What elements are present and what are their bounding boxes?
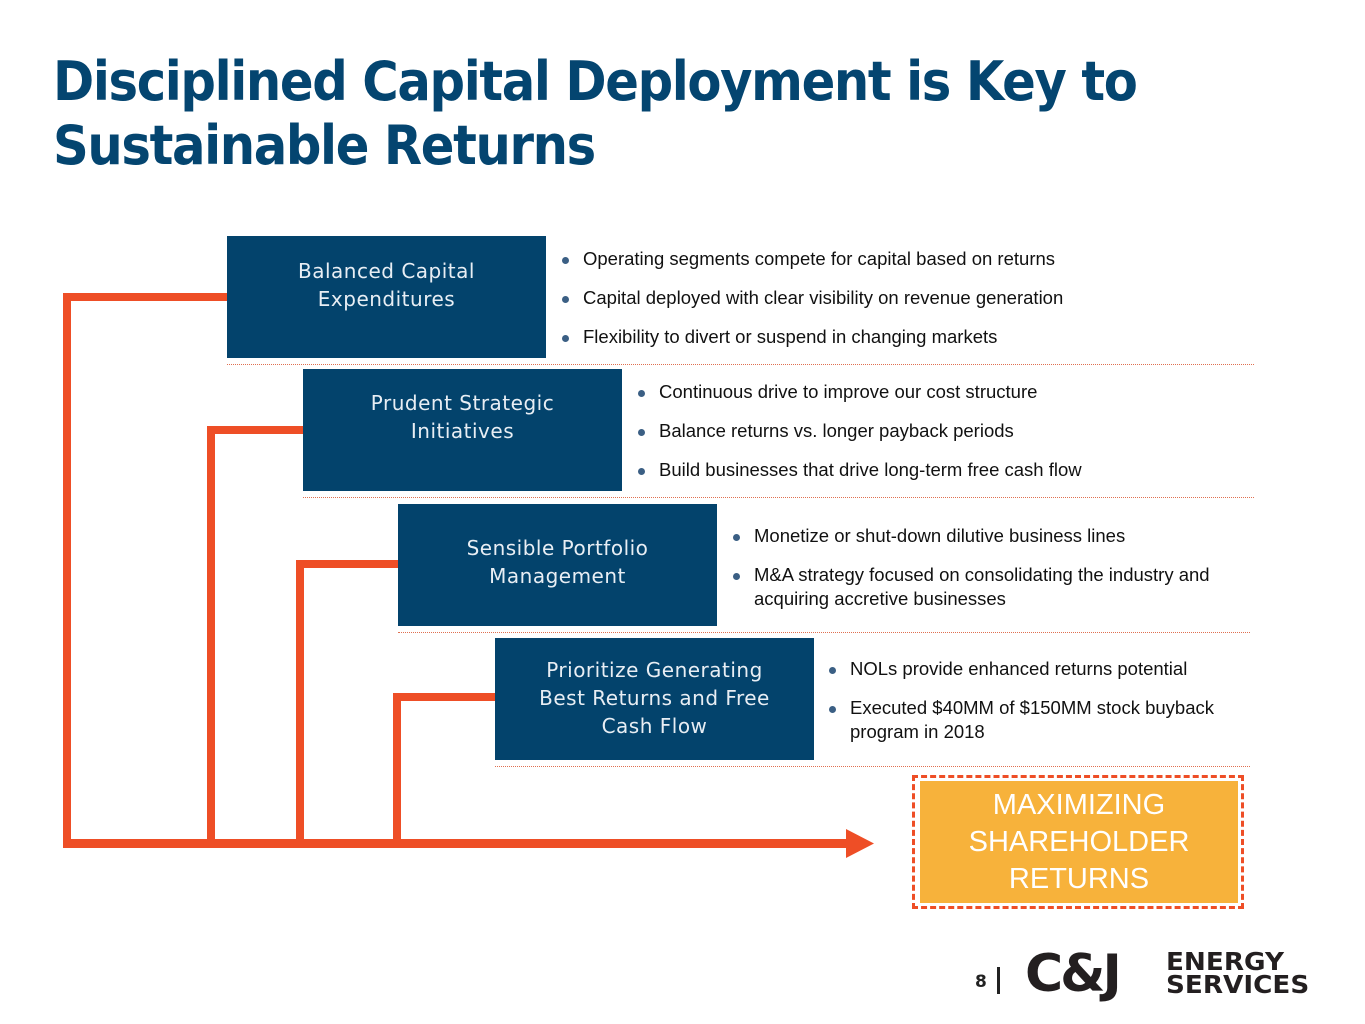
bullet-item: Monetize or shut-down dilutive business … (729, 524, 1249, 548)
step-box-prudent-strategic-initiatives: Prudent Strategic Initiatives (303, 369, 622, 491)
goal-label: MAXIMIZING SHAREHOLDER RETURNS (968, 788, 1190, 895)
page-number-separator (997, 967, 1000, 994)
step-3-bullets: Monetize or shut-down dilutive business … (729, 524, 1249, 626)
logo-mark: C&J (1025, 944, 1122, 1004)
step-label: Sensible Portfolio Management (466, 536, 649, 588)
step-1-bullets: Operating segments compete for capital b… (558, 247, 1258, 364)
logo-wordmark: ENERGY SERVICES (1166, 947, 1310, 999)
divider (398, 632, 1250, 633)
divider (227, 364, 1254, 365)
step-2-bullets: Continuous drive to improve our cost str… (634, 380, 1254, 497)
step-label: Prudent Strategic Initiatives (370, 391, 555, 443)
step-label: Balanced Capital Expenditures (298, 259, 475, 311)
bullet-item: Build businesses that drive long-term fr… (634, 458, 1254, 482)
slide-title-line-1: Disciplined Capital Deployment is Key to (53, 50, 1138, 113)
logo-line-1: ENERGY (1166, 947, 1285, 976)
connector-1-horizontal (63, 293, 229, 301)
step-box-balanced-capital-expenditures: Balanced Capital Expenditures (227, 236, 546, 358)
bullet-item: Capital deployed with clear visibility o… (558, 286, 1258, 310)
logo-line-2: SERVICES (1166, 970, 1310, 999)
divider (303, 497, 1254, 498)
connector-4-horizontal (393, 693, 496, 701)
bullet-item: M&A strategy focused on consolidating th… (729, 563, 1249, 611)
connector-3-horizontal (296, 560, 400, 568)
goal-box-maximizing-shareholder-returns: MAXIMIZING SHAREHOLDER RETURNS (920, 781, 1238, 903)
slide-title-line-2: Sustainable Returns (53, 114, 596, 177)
flow-arrow-shaft (63, 839, 853, 848)
step-4-bullets: NOLs provide enhanced returns potential … (825, 657, 1255, 759)
bullet-item: Operating segments compete for capital b… (558, 247, 1258, 271)
bullet-item: Balance returns vs. longer payback perio… (634, 419, 1254, 443)
slide-title: Disciplined Capital Deployment is Key to… (53, 50, 1138, 178)
connector-1-vertical (63, 293, 71, 848)
step-box-prioritize-best-returns: Prioritize Generating Best Returns and F… (495, 638, 814, 760)
flow-arrow-head-icon (846, 829, 874, 858)
bullet-item: Executed $40MM of $150MM stock buyback p… (825, 696, 1255, 744)
connector-4-vertical (393, 693, 401, 846)
connector-2-horizontal (207, 426, 304, 434)
goal-dashed-border (912, 775, 1244, 909)
page-number: 8 (975, 972, 987, 992)
connector-2-vertical (207, 426, 215, 846)
divider (495, 766, 1250, 767)
bullet-item: NOLs provide enhanced returns potential (825, 657, 1255, 681)
step-box-sensible-portfolio-management: Sensible Portfolio Management (398, 504, 717, 626)
bullet-item: Flexibility to divert or suspend in chan… (558, 325, 1258, 349)
step-label: Prioritize Generating Best Returns and F… (539, 658, 770, 738)
connector-3-vertical (296, 560, 304, 846)
bullet-item: Continuous drive to improve our cost str… (634, 380, 1254, 404)
